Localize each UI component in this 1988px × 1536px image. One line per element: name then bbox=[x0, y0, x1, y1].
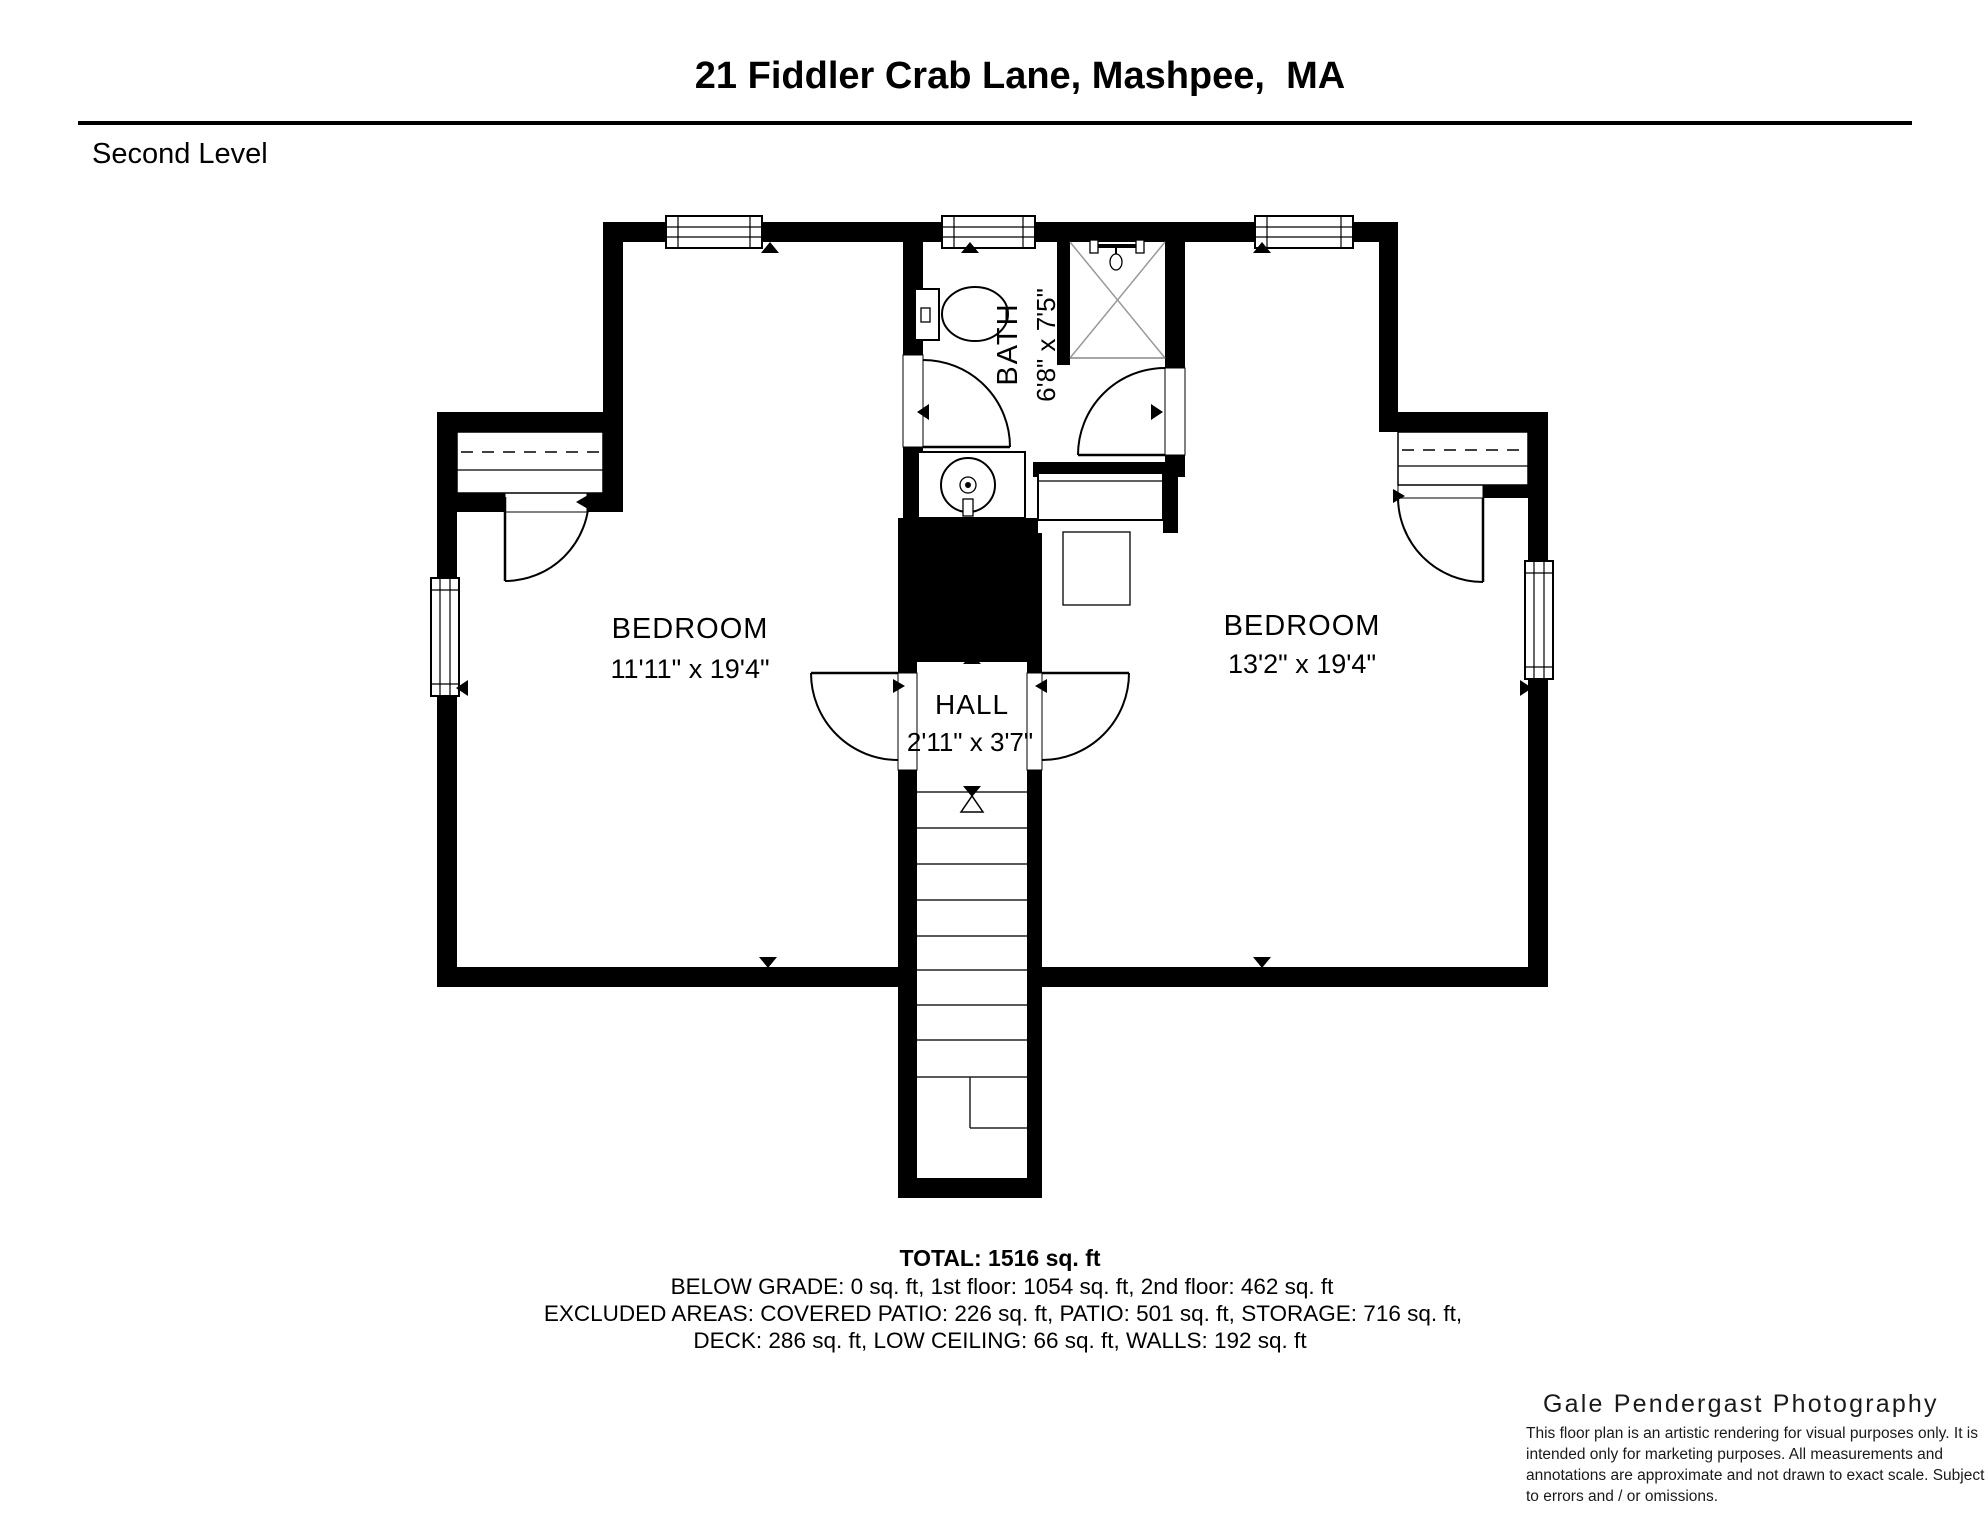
title-divider bbox=[78, 121, 1912, 125]
bath-door-left bbox=[922, 359, 1011, 449]
below-grade-line: BELOW GRADE: 0 sq. ft, 1st floor: 1054 s… bbox=[671, 1274, 1335, 1299]
photography-credit: Gale Pendergast Photography bbox=[1543, 1390, 1939, 1418]
closet-right bbox=[1397, 431, 1529, 486]
window-top-left bbox=[665, 215, 763, 249]
sink-vanity bbox=[917, 451, 1026, 528]
hall-door-left bbox=[810, 671, 899, 761]
chase-void bbox=[898, 518, 1038, 662]
bedroom-left-label: BEDROOM bbox=[612, 613, 769, 645]
door-jambs bbox=[504, 354, 1484, 771]
window-top-right bbox=[1254, 215, 1354, 249]
closet-right-door bbox=[1397, 496, 1485, 583]
bath-label: BATH bbox=[992, 302, 1024, 385]
window-top-bath bbox=[941, 215, 1036, 249]
shower bbox=[1069, 239, 1166, 359]
window-west bbox=[430, 577, 460, 697]
shower-head-icon bbox=[1089, 239, 1145, 271]
window-east bbox=[1524, 560, 1554, 680]
page-title: 21 Fiddler Crab Lane, Mashpee, MA bbox=[695, 55, 1345, 97]
bath-door-right bbox=[1077, 367, 1166, 457]
stair-direction-icon bbox=[959, 786, 985, 813]
disclaimer-line: This floor plan is an artistic rendering… bbox=[1526, 1425, 1978, 1442]
disclaimer-line: annotations are approximate and not draw… bbox=[1526, 1467, 1985, 1484]
credit-block: Gale Pendergast Photography This floor p… bbox=[1526, 1390, 1985, 1505]
closet-left bbox=[456, 431, 604, 494]
opening-markers bbox=[456, 242, 1532, 968]
bedroom-right-dims: 13'2" x 19'4" bbox=[1228, 649, 1376, 679]
totals-block: TOTAL: 1516 sq. ft BELOW GRADE: 0 sq. ft… bbox=[544, 1245, 1462, 1353]
hall-label: HALL bbox=[935, 689, 1009, 720]
excluded-areas-line: EXCLUDED AREAS: COVERED PATIO: 226 sq. f… bbox=[544, 1301, 1462, 1326]
bath-dims: 6'8" x 7'5" bbox=[1031, 288, 1061, 402]
hall-door-right bbox=[1041, 671, 1130, 761]
bedroom-left-dims: 11'11" x 19'4" bbox=[610, 654, 769, 684]
bedroom-right-label: BEDROOM bbox=[1224, 610, 1381, 642]
disclaimer-line: intended only for marketing purposes. Al… bbox=[1526, 1446, 1943, 1463]
deck-walls-line: DECK: 286 sq. ft, LOW CEILING: 66 sq. ft… bbox=[693, 1328, 1307, 1353]
closet-left-door bbox=[503, 496, 590, 582]
hall-dims: 2'11" x 3'7" bbox=[907, 727, 1033, 757]
level-label: Second Level bbox=[92, 138, 268, 170]
counter-right bbox=[1037, 472, 1164, 521]
disclaimer-line: to errors and / or omissions. bbox=[1526, 1488, 1718, 1505]
toilet bbox=[914, 286, 1009, 342]
total-line: TOTAL: 1516 sq. ft bbox=[899, 1245, 1100, 1271]
dresser bbox=[1062, 531, 1131, 606]
staircase bbox=[917, 786, 1027, 1129]
walls bbox=[437, 222, 1548, 1198]
